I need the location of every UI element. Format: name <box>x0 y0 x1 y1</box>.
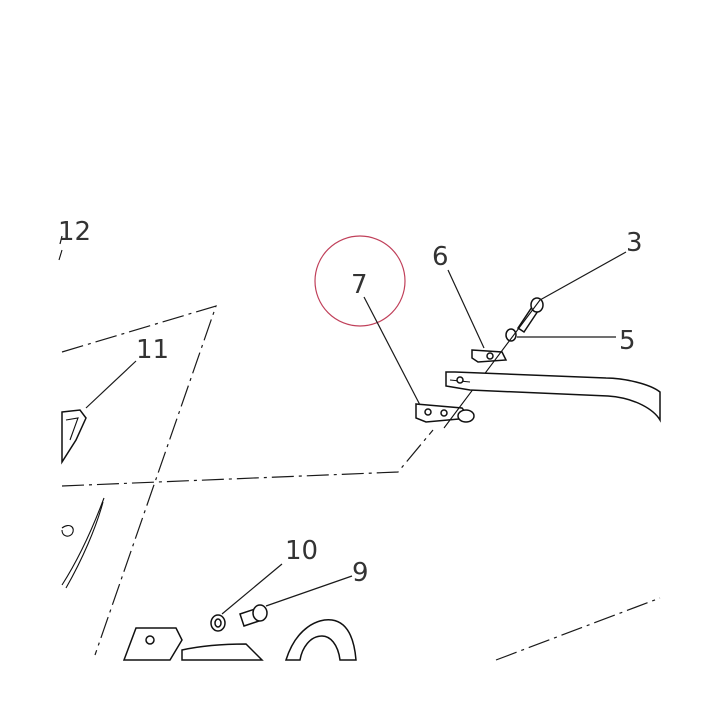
callout-6: 6 <box>432 242 449 272</box>
part-12-fragment <box>58 249 63 261</box>
lower-rail <box>122 619 357 661</box>
highlight-circle <box>314 235 406 327</box>
leader-7 <box>363 296 421 406</box>
right-tube <box>445 371 661 423</box>
part-3-bolt <box>516 297 544 334</box>
callout-3: 3 <box>626 228 643 258</box>
part-5-washer <box>505 328 517 342</box>
leader-9 <box>265 575 353 607</box>
leader-10 <box>221 563 283 615</box>
callout-5: 5 <box>619 326 636 356</box>
leader-3 <box>539 251 627 301</box>
part-10-washer <box>210 614 226 632</box>
callout-7: 7 <box>351 270 368 300</box>
part-9-bolt <box>239 604 268 627</box>
leader-11 <box>85 360 137 409</box>
callout-12: 12 <box>58 217 91 247</box>
left-bracket-fragment <box>61 497 105 589</box>
leader-6 <box>447 269 485 349</box>
part-7-bracket <box>415 403 475 423</box>
assembly-axis-line <box>443 299 541 429</box>
callout-labels: 12 3 6 7 5 11 10 9 <box>58 217 643 588</box>
boundary-lines <box>61 305 661 661</box>
part-11-panel <box>61 409 87 465</box>
callout-11: 11 <box>136 335 169 365</box>
leader-lines <box>59 235 627 615</box>
part-6-clip <box>471 349 508 363</box>
leader-12 <box>59 235 63 245</box>
callout-9: 9 <box>352 558 369 588</box>
callout-10: 10 <box>285 536 318 566</box>
